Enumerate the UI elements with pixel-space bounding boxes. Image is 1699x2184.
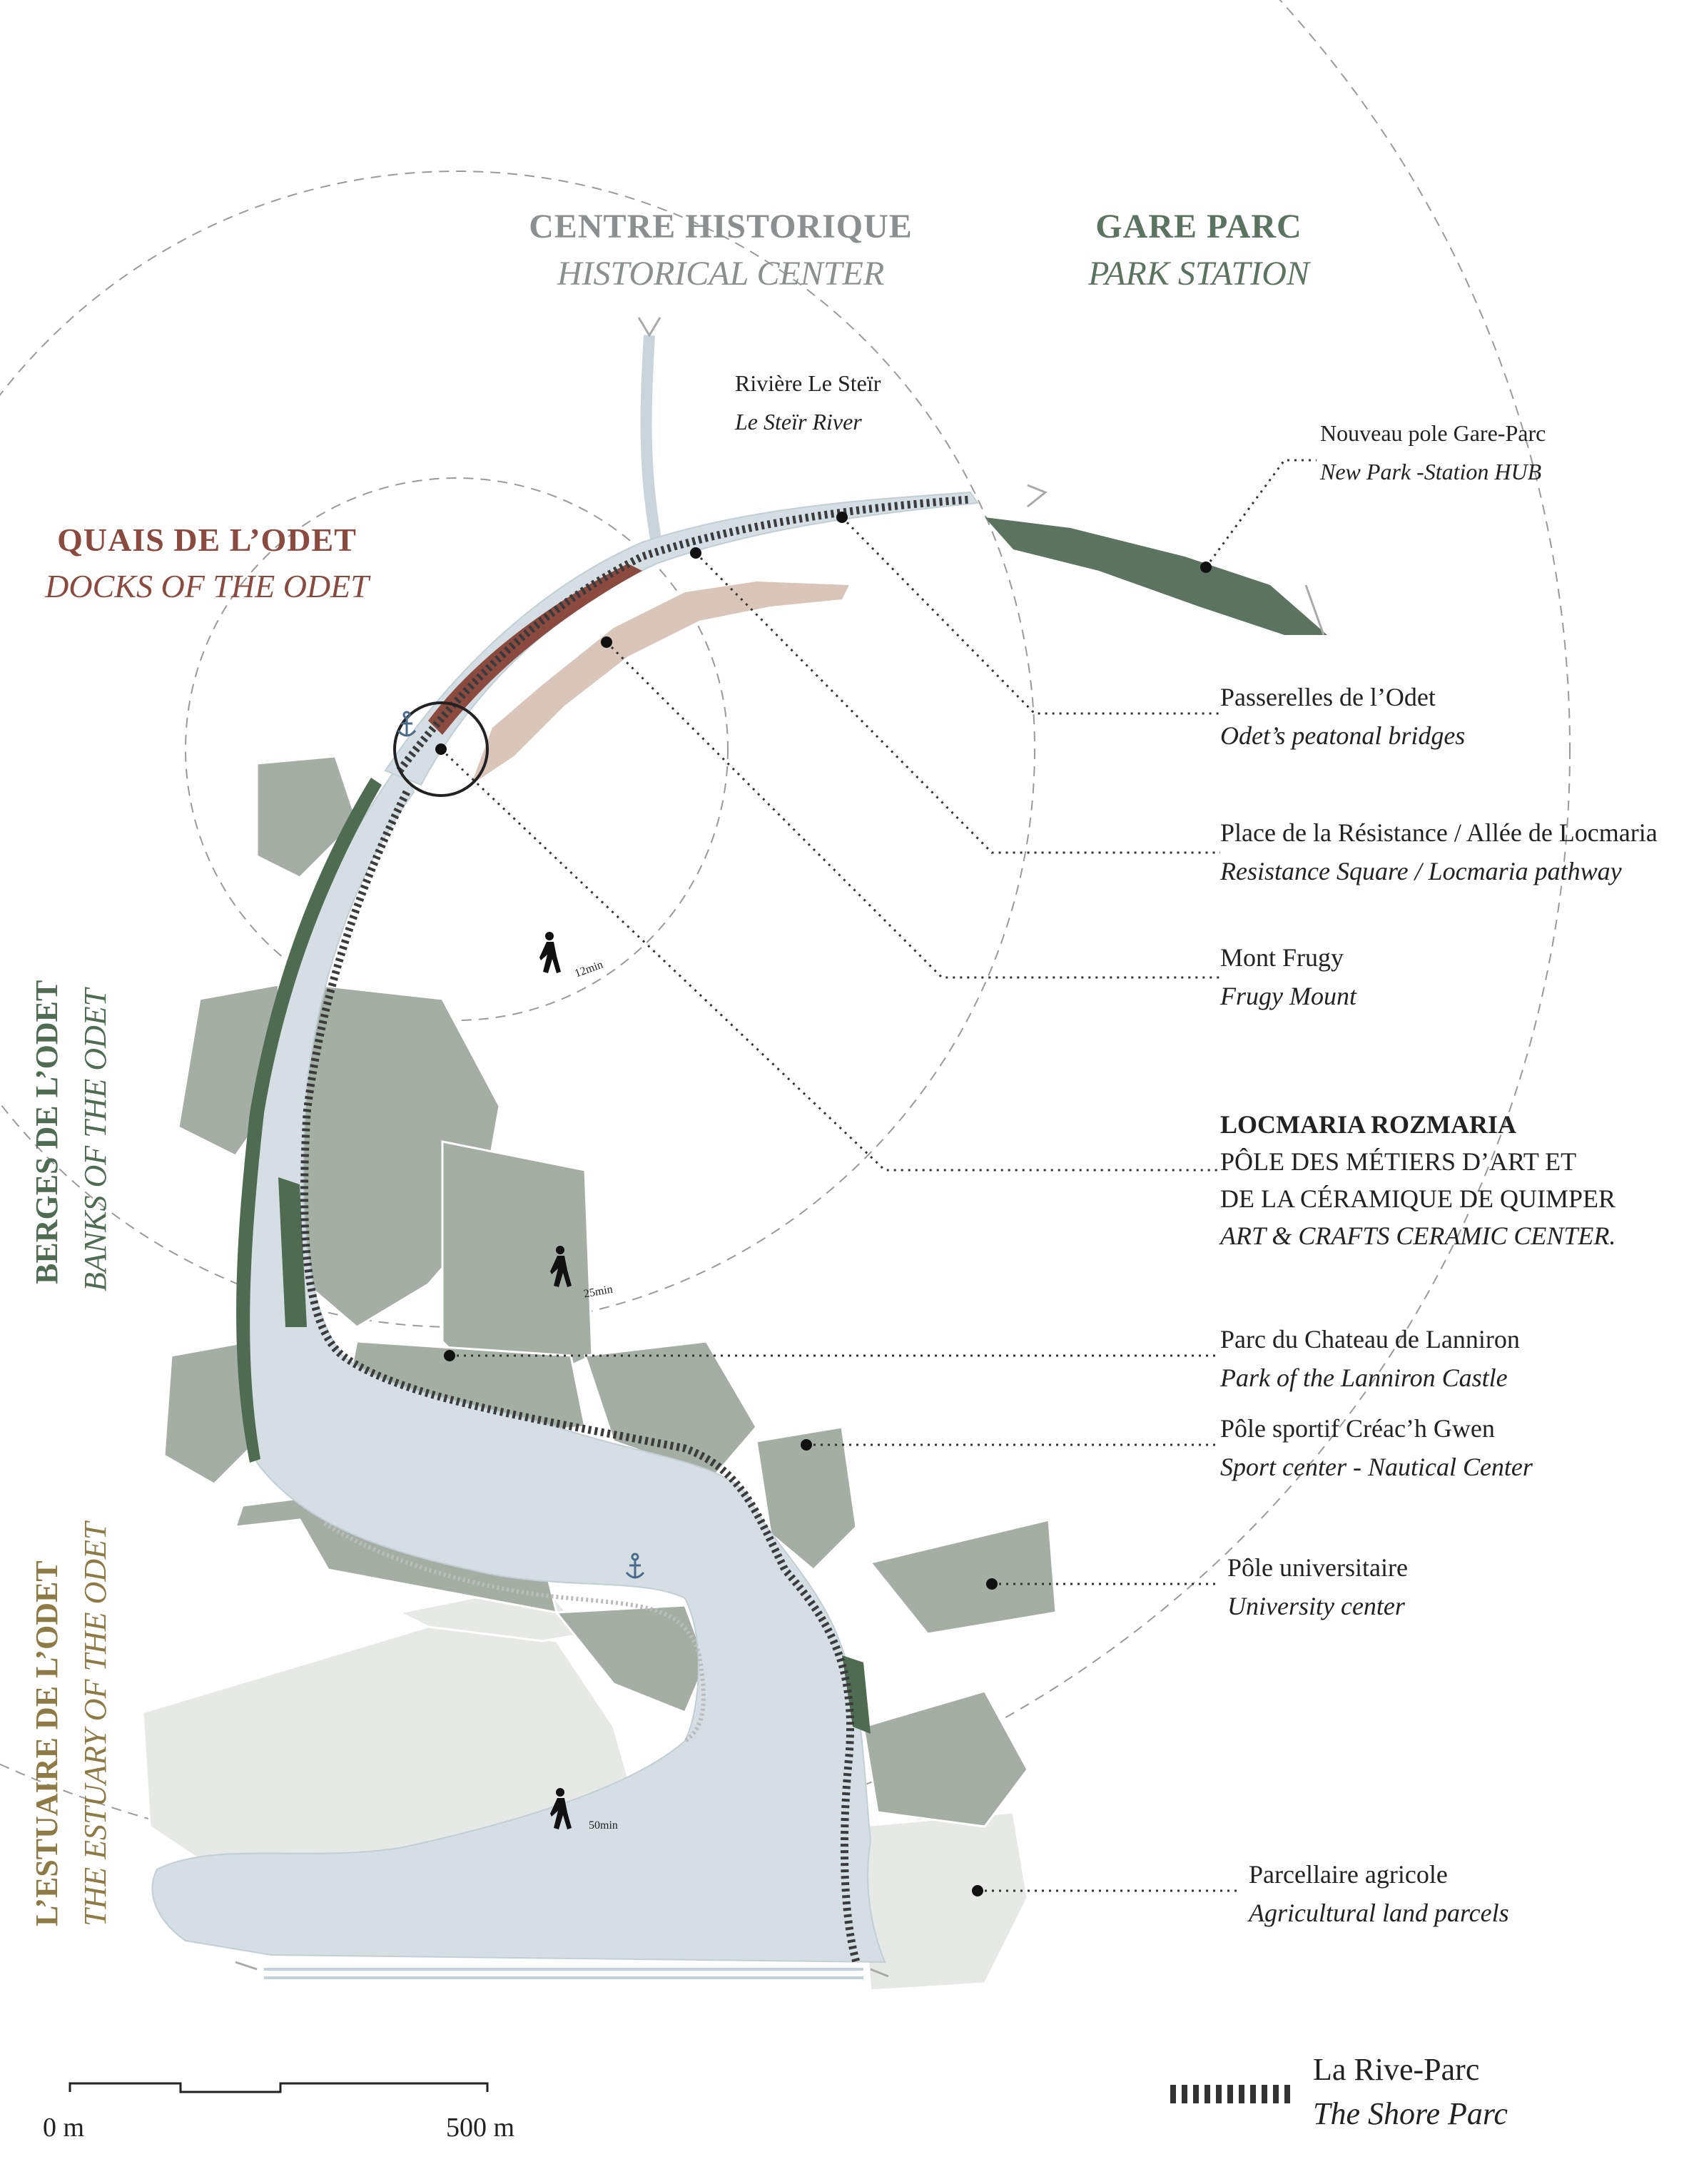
bridges-fr: Passerelles de l’Odet [1220,683,1436,711]
agri-en: Agricultural land parcels [1249,1899,1509,1927]
scale-start-label: 0 m [43,2113,85,2143]
university-fr: Pôle universitaire [1227,1553,1408,1582]
frugy-label: Mont Frugy Frugy Mount [1220,938,1356,1015]
locmaria-line1: PÔLE DES MÉTIERS D’ART ET [1220,1147,1577,1176]
leader-dots [435,512,1212,1896]
docks-subtitle: DOCKS OF THE ODET [45,568,369,604]
sport-en: Sport center - Nautical Center [1220,1453,1533,1481]
locmaria-title: LOCMARIA ROZMARIA [1220,1110,1517,1139]
park-station-subtitle: PARK STATION [1088,255,1309,293]
bridges-label: Passerelles de l’Odet Odet’s peatonal br… [1220,678,1465,755]
legend-en: The Shore Parc [1313,2096,1508,2131]
estuary-subtitle: THE ESTUARY OF THE ODET [78,1522,113,1926]
hub-label: Nouveau pole Gare-Parc New Park -Station… [1320,414,1546,491]
legend-label: La Rive-Parc The Shore Parc [1313,2048,1508,2136]
banks-subtitle: BANKS OF THE ODET [78,988,113,1291]
lanniron-label: Parc du Chateau de Lanniron Park of the … [1220,1320,1520,1397]
university-en: University center [1227,1592,1405,1620]
estuary-bottom-lines [264,1968,863,1979]
steir-en: Le Steïr River [735,409,862,435]
walking-person-icon [539,932,572,1829]
docks-area [428,564,642,735]
shore-parc-path [300,495,971,1964]
square-label: Place de la Résistance / Allée de Locmar… [1220,813,1658,890]
scale-bar [69,2082,489,2093]
docks-title: QUAIS DE L’ODET [57,522,357,558]
agri-label: Parcellaire agricole Agricultural land p… [1249,1855,1509,1932]
end-markers [235,317,1325,1978]
historical-center-title: CENTRE HISTORIQUE [529,208,913,245]
steir-fr: Rivière Le Steïr [735,370,881,396]
steir-river [640,335,662,544]
isochrone-12min [185,477,729,1021]
river-odet [151,762,886,1964]
banks-title: BERGES DE L’ODET [29,980,64,1284]
university-label: Pôle universitaire University center [1227,1548,1408,1625]
hub-fr: Nouveau pole Gare-Parc [1320,420,1546,446]
park-station-area [985,517,1327,635]
frugy-fr: Mont Frugy [1220,943,1344,972]
historical-center-subtitle: HISTORICAL CENTER [557,255,885,293]
anchor-icon [397,711,645,1579]
locmaria-circle [393,701,489,797]
scale-end-label: 500 m [446,2113,515,2143]
locmaria-line2: DE LA CÉRAMIQUE DE QUIMPER [1220,1184,1616,1213]
locmaria-label: LOCMARIA ROZMARIA PÔLE DES MÉTIERS D’ART… [1220,1106,1616,1254]
estuary-title: L’ESTUAIRE DE L’ODET [29,1560,64,1926]
legend-swatch [1170,2085,1290,2103]
leader-lines [440,459,1317,1892]
park-station-title: GARE PARC [1095,208,1302,245]
sport-label: Pôle sportif Créac’h Gwen Sport center -… [1220,1409,1533,1486]
locmaria-en: ART & CRAFTS CERAMIC CENTER. [1220,1221,1616,1250]
walk-time-50: 50min [589,1819,618,1832]
bank-green-strips [236,778,871,1734]
lanniron-fr: Parc du Chateau de Lanniron [1220,1325,1520,1353]
lanniron-en: Park of the Lanniron Castle [1220,1363,1508,1392]
steir-river-label: Rivière Le Steïr Le Steïr River [735,364,881,441]
bridges-en: Odet’s peatonal bridges [1220,721,1466,750]
agri-fr: Parcellaire agricole [1249,1860,1448,1889]
legend-fr: La Rive-Parc [1313,2052,1480,2087]
square-en: Resistance Square / Locmaria pathway [1220,857,1622,885]
sport-fr: Pôle sportif Créac’h Gwen [1220,1414,1495,1443]
square-fr: Place de la Résistance / Allée de Locmar… [1220,818,1658,847]
frugy-mount [471,581,849,785]
hub-en: New Park -Station HUB [1320,459,1542,484]
odet-upper-channel [384,491,979,786]
frugy-en: Frugy Mount [1220,982,1356,1010]
